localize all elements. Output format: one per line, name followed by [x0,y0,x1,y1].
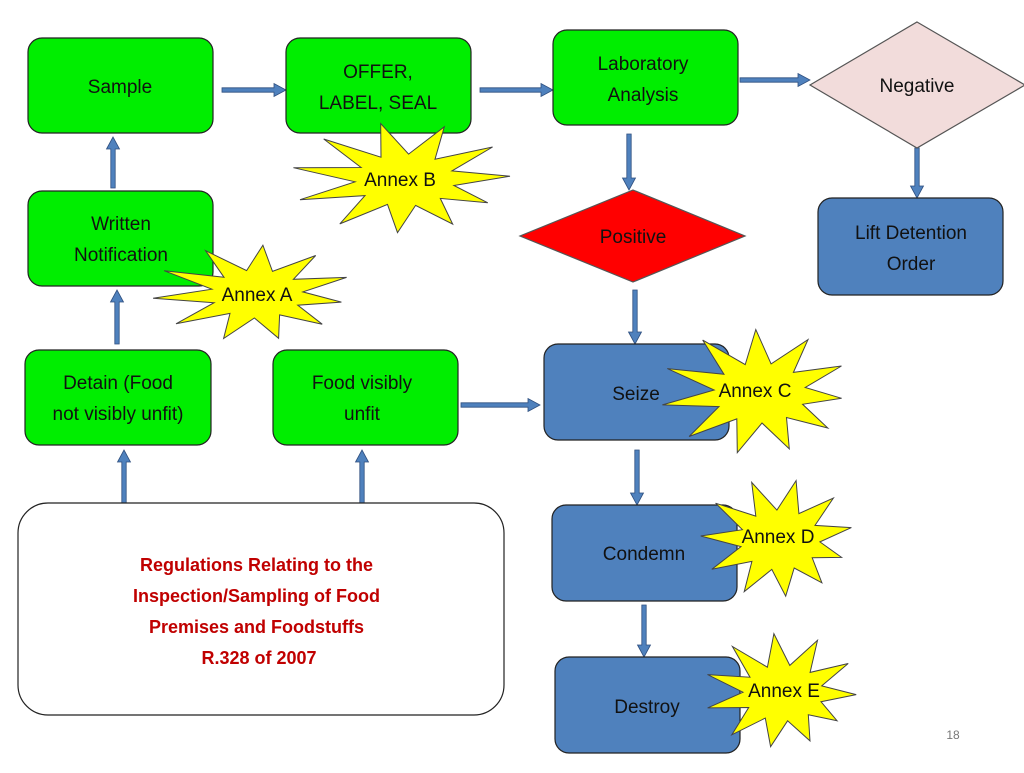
condemn-label: Condemn [603,544,685,565]
annex-b-label: Annex B [364,170,436,191]
annex-b-starburst [293,122,511,234]
regulation-text: Regulations Relating to the Inspection/S… [133,555,385,668]
arrow-notification-to-sample [105,136,121,189]
connector-arrows [105,72,925,658]
sample-label: Sample [88,77,152,98]
arrow-negative-to-lift [909,147,925,199]
food-visibly-unfit-box [272,349,459,446]
detain-box [24,349,212,446]
arrow-regulation-to-detain [116,449,132,504]
arrow-seize-to-condemn [629,449,645,506]
arrow-detain-to-notification [109,289,125,345]
page-number: 18 [946,728,960,742]
negative-label: Negative [880,76,955,97]
annex-e-starburst [707,632,857,749]
arrow-lab-to-negative [739,72,811,88]
written-notification-box [27,190,214,287]
annex-starbursts [153,122,857,749]
annex-d-starburst [700,479,852,598]
arrow-positive-to-seize [627,289,643,345]
annex-e-label: Annex E [748,681,820,702]
negative-diamond [808,21,1024,149]
annex-a-starburst [153,244,347,340]
arrow-condemn-to-destroy [636,604,652,658]
arrow-offer-to-lab [479,82,554,98]
offer-label-seal-box [285,37,472,134]
regulation-box-shape [17,502,505,716]
arrow-regulation-to-unfit [354,449,370,504]
annex-d-label: Annex D [742,527,815,548]
lift-detention-order-box [817,197,1004,296]
annex-c-label: Annex C [719,381,792,402]
annex-a-label: Annex A [222,285,293,306]
destroy-label: Destroy [614,697,680,718]
sample-box [27,37,214,134]
annex-c-starburst [662,328,842,455]
laboratory-analysis-box [552,29,739,126]
seize-label: Seize [612,384,660,405]
arrow-lab-to-positive [621,133,637,191]
offer-label-seal-label: OFFER,LABEL, SEAL [319,62,437,114]
positive-diamond [518,189,747,283]
arrow-unfit-to-seize [460,397,541,413]
arrow-sample-to-offer [221,82,287,98]
positive-label: Positive [600,227,667,248]
